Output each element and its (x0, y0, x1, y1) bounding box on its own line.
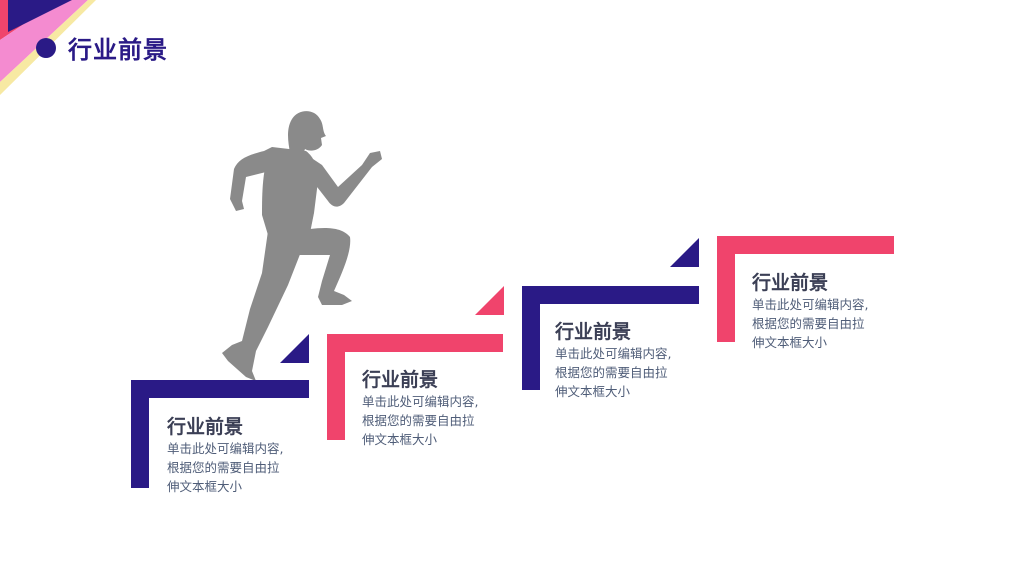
step-1-description: 单击此处可编辑内容, 根据您的需要自由拉 伸文本框大小 (167, 439, 317, 496)
step-4-top-bar (717, 236, 894, 254)
step-1-desc-line: 根据您的需要自由拉 (167, 460, 280, 475)
step-3-title: 行业前景 (555, 321, 632, 343)
page-header: 行业前景 (36, 30, 168, 65)
step-2-side-bar (327, 334, 345, 440)
step-2-top-bar (327, 334, 503, 352)
step-2-desc-line: 单击此处可编辑内容, (362, 394, 479, 409)
step-4-side-bar (717, 236, 735, 342)
step-1-side-bar (131, 380, 149, 488)
step-4-desc-line: 根据您的需要自由拉 (752, 316, 865, 331)
page-title: 行业前景 (68, 36, 168, 64)
step-4-description: 单击此处可编辑内容, 根据您的需要自由拉 伸文本框大小 (752, 295, 902, 352)
step-1-triangle (280, 334, 309, 363)
step-1-top-bar (131, 380, 309, 398)
step-4-desc-line: 伸文本框大小 (752, 335, 828, 350)
step-2-title: 行业前景 (362, 369, 439, 391)
step-3-description: 单击此处可编辑内容, 根据您的需要自由拉 伸文本框大小 (555, 344, 705, 401)
step-3-top-bar (522, 286, 699, 304)
bullet-dot-icon (36, 37, 56, 58)
step-2-desc-line: 根据您的需要自由拉 (362, 413, 475, 428)
step-2-description: 单击此处可编辑内容, 根据您的需要自由拉 伸文本框大小 (362, 392, 512, 449)
step-2-triangle (475, 286, 504, 315)
step-3-desc-line: 根据您的需要自由拉 (555, 365, 668, 380)
step-1-desc-line: 单击此处可编辑内容, (167, 441, 284, 456)
step-3-desc-line: 单击此处可编辑内容, (555, 346, 672, 361)
step-3-side-bar (522, 286, 540, 390)
step-4-title: 行业前景 (752, 272, 829, 294)
step-2-desc-line: 伸文本框大小 (362, 432, 438, 447)
running-man-icon (222, 111, 382, 381)
step-1-title: 行业前景 (167, 416, 244, 438)
step-3-triangle (670, 238, 699, 267)
step-1-desc-line: 伸文本框大小 (167, 479, 243, 494)
step-4-desc-line: 单击此处可编辑内容, (752, 297, 869, 312)
step-3-desc-line: 伸文本框大小 (555, 384, 631, 399)
